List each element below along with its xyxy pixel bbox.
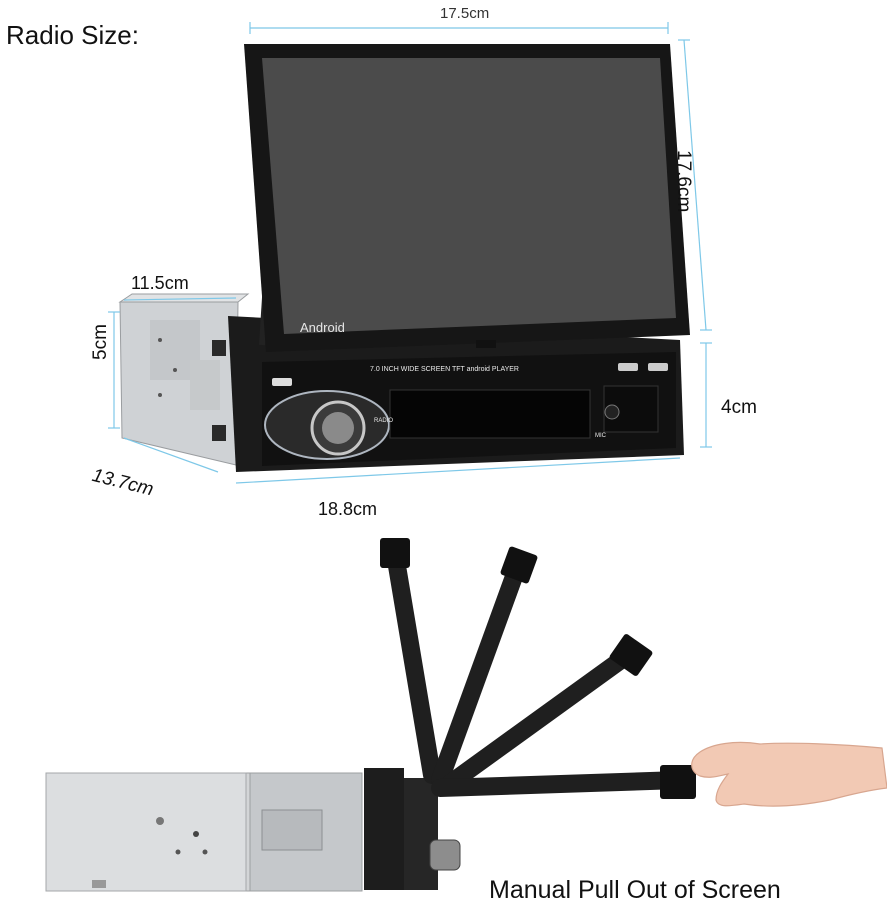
dim-body-height: 5cm <box>90 324 111 360</box>
dim-screen-height: 17.6cm <box>673 150 694 213</box>
dimension-lines <box>108 22 712 484</box>
hand <box>691 741 887 807</box>
dim-body-depth: 11.5cm <box>131 273 189 293</box>
dim-top-width: 17.5cm <box>440 5 490 22</box>
dim-front-height: 4cm <box>721 397 757 418</box>
screen-brand: Android <box>300 320 345 335</box>
caption-text: Manual Pull Out of Screen <box>489 876 781 904</box>
page-title: Radio Size: <box>6 20 139 50</box>
radio-label: RADIO <box>374 418 394 424</box>
dim-front-width: 18.8cm <box>318 499 378 519</box>
panel-text: 7.0 INCH WIDE SCREEN TFT android PLAYER <box>370 366 519 373</box>
screen-positions <box>385 539 689 797</box>
mic-label: MIC <box>595 433 606 439</box>
screen-display <box>262 58 676 334</box>
display-window <box>389 389 591 439</box>
front-block <box>364 768 404 890</box>
